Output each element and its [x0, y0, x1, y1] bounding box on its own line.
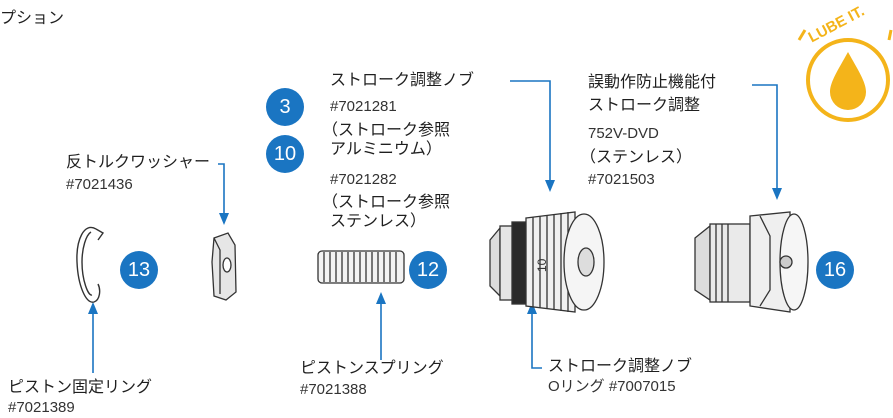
- anti-misfire-model: 752V-DVD: [588, 125, 659, 142]
- anti-misfire-part-number: #7021503: [588, 171, 655, 188]
- page-title: プション: [0, 8, 65, 27]
- stroke-al-desc-1: （ストローク参照: [322, 120, 451, 139]
- badge-16: 16: [816, 251, 854, 289]
- knob-scale-mark: 10: [535, 258, 549, 272]
- anti-misfire-desc: （ステンレス）: [580, 147, 693, 166]
- leader-arrowheads: [88, 180, 782, 314]
- piston-ring-label: ピストン固定リング: [8, 377, 153, 396]
- badge-12: 12: [409, 251, 447, 289]
- stroke-ss-desc-2: ステンレス）: [330, 211, 427, 230]
- badge-13: 13: [120, 251, 158, 289]
- anti-misfire-adjuster-illustration: [694, 211, 809, 313]
- stroke-ss-desc-1: （ストローク参照: [322, 192, 451, 211]
- piston-spring-part-number: #7021388: [300, 381, 367, 398]
- piston-ring-part-number: #7021389: [8, 399, 75, 416]
- anti-torque-washer-illustration: [211, 232, 237, 301]
- lube-it-logo: [797, 29, 893, 122]
- anti-misfire-label-2: ストローク調整: [588, 95, 701, 114]
- oring-desc: Oリング #7007015: [548, 378, 676, 395]
- stroke-knob-label: ストローク調整ノブ: [330, 70, 475, 89]
- stroke-al-part-number: #7021281: [330, 98, 397, 115]
- washer-part-number: #7021436: [66, 176, 133, 193]
- piston-retaining-ring-illustration: [76, 226, 105, 303]
- badge-3: 3: [266, 88, 304, 126]
- stroke-al-desc-2: アルミニウム）: [330, 139, 442, 158]
- piston-spring-label: ピストンスプリング: [300, 358, 444, 377]
- oring-label: ストローク調整ノブ: [548, 356, 693, 375]
- anti-misfire-label-1: 誤動作防止機能付: [588, 72, 717, 91]
- badge-10: 10: [266, 135, 304, 173]
- washer-label: 反トルクワッシャー: [66, 152, 211, 171]
- leader-lines: [92, 80, 778, 373]
- piston-spring-illustration: [317, 250, 405, 284]
- stroke-ss-part-number: #7021282: [330, 171, 397, 188]
- stroke-knob-illustration: [489, 211, 605, 313]
